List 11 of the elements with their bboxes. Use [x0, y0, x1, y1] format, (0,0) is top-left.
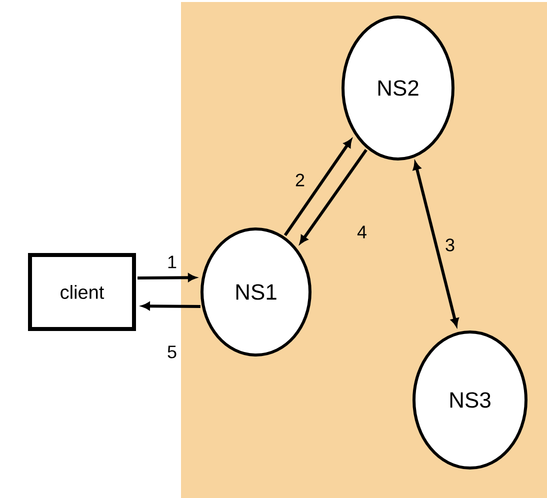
edge-label: 4 — [357, 226, 366, 238]
arrow — [284, 138, 352, 236]
arrow — [142, 302, 200, 310]
client-box: client — [28, 253, 136, 331]
arrow — [412, 162, 459, 327]
edge-label: 5 — [168, 346, 176, 358]
edge-label: 2 — [296, 174, 304, 186]
arrow — [137, 274, 196, 282]
edge-label: 1 — [168, 256, 176, 268]
edge-label: 3 — [446, 238, 454, 252]
arrow — [300, 149, 368, 244]
